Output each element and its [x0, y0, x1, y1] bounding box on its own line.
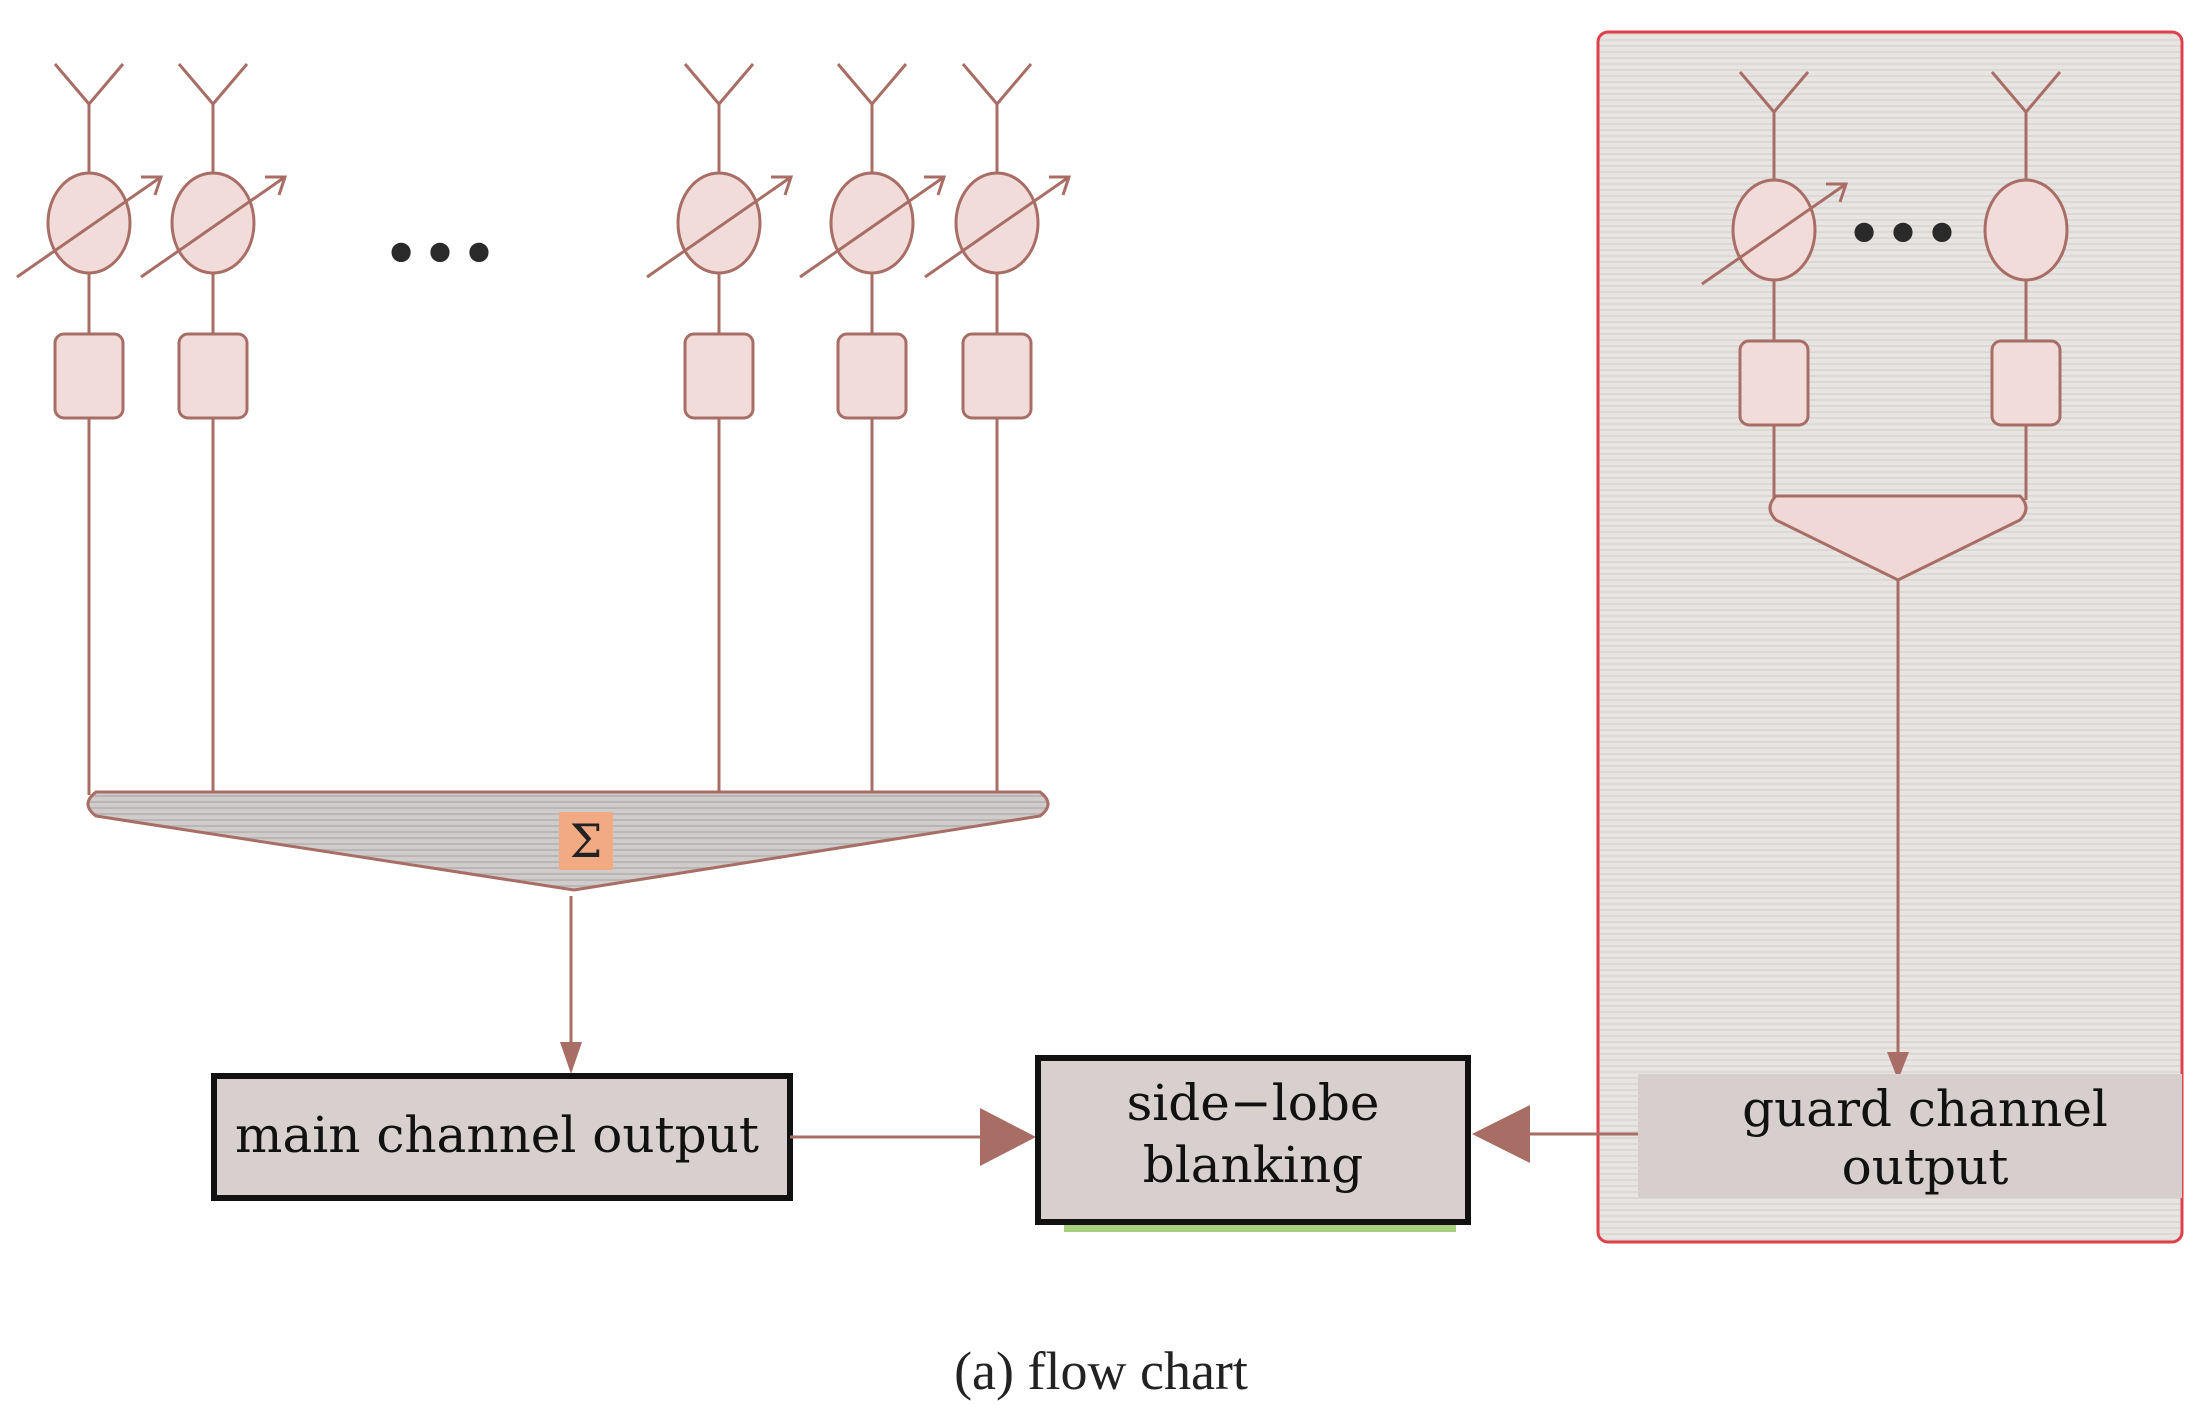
- guard-channel-panel: [1596, 30, 2184, 1244]
- phase-shift-arrow-line: [1701, 182, 1847, 286]
- main-element-5: [924, 63, 1072, 795]
- phase-shifter-icon: [676, 171, 762, 275]
- figure-caption: (a) flow chart: [954, 1341, 1248, 1401]
- main-to-blanker-arrowhead: [980, 1108, 1036, 1166]
- antenna-icon: [177, 63, 249, 107]
- side-lobe-blanking-label-line1: side−lobe: [1127, 1074, 1380, 1132]
- guard-summer: [1768, 494, 2028, 582]
- phase-shifter-icon: [954, 171, 1040, 275]
- guard-summer-to-output-arrowhead: [1887, 1052, 1909, 1080]
- guard-channel-output-label-line2: output: [1842, 1138, 2009, 1196]
- main-array-elements: [16, 63, 1072, 795]
- phase-shift-arrow-line: [799, 175, 945, 279]
- phase-shifter-icon: [829, 171, 915, 275]
- guard-element-1: [1701, 71, 1849, 500]
- rf-module-icon: [1990, 339, 2062, 427]
- main-array-ellipsis: •••: [382, 216, 499, 293]
- element-node-icon: [1983, 178, 2069, 282]
- phase-shift-arrowhead: [1049, 175, 1072, 196]
- phase-shift-arrowhead: [924, 175, 947, 196]
- main-element-2: [140, 63, 288, 795]
- phase-shift-arrow-line: [646, 175, 792, 279]
- rf-module-icon: [683, 332, 755, 420]
- antenna-icon: [53, 63, 125, 107]
- phase-shift-arrowhead: [265, 175, 288, 196]
- guard-array-elements: [1701, 71, 2069, 500]
- phase-shift-arrowhead: [1826, 182, 1849, 203]
- main-channel-output-box: [211, 1073, 793, 1201]
- main-element-3: [646, 63, 794, 795]
- phase-shifter-icon: [1731, 178, 1817, 282]
- phase-shift-arrow-line: [140, 175, 286, 279]
- guard-channel-output-box: [1638, 1074, 2182, 1198]
- rf-module-icon: [53, 332, 125, 420]
- antenna-icon: [961, 63, 1033, 107]
- summer-to-main-output-arrowhead: [560, 1042, 582, 1074]
- guard-element-2: [1983, 71, 2069, 500]
- main-element-1: [16, 63, 164, 795]
- phase-shift-arrow-line: [924, 175, 1070, 279]
- phase-shift-arrowhead: [771, 175, 794, 196]
- phase-shift-arrow-line: [16, 175, 162, 279]
- guard-array-ellipsis: •••: [1845, 196, 1962, 273]
- sigma-badge: [559, 812, 613, 870]
- side-lobe-blanking-box: [1035, 1055, 1471, 1225]
- side-lobe-blanking-label-line2: blanking: [1143, 1136, 1364, 1194]
- rf-module-icon: [177, 332, 249, 420]
- rf-module-icon: [961, 332, 1033, 420]
- main-element-4: [799, 63, 947, 795]
- phase-shifter-icon: [46, 171, 132, 275]
- guard-channel-output-label-line1: guard channel: [1742, 1080, 2108, 1138]
- rf-module-icon: [1738, 339, 1810, 427]
- guard-to-blanker-arrowhead: [1472, 1105, 1530, 1163]
- main-channel-output-label: main channel output: [235, 1106, 759, 1164]
- antenna-icon: [836, 63, 908, 107]
- rf-module-icon: [836, 332, 908, 420]
- phase-shift-arrowhead: [141, 175, 164, 196]
- sigma-symbol: Σ: [570, 814, 603, 868]
- phase-shifter-icon: [170, 171, 256, 275]
- antenna-icon: [683, 63, 755, 107]
